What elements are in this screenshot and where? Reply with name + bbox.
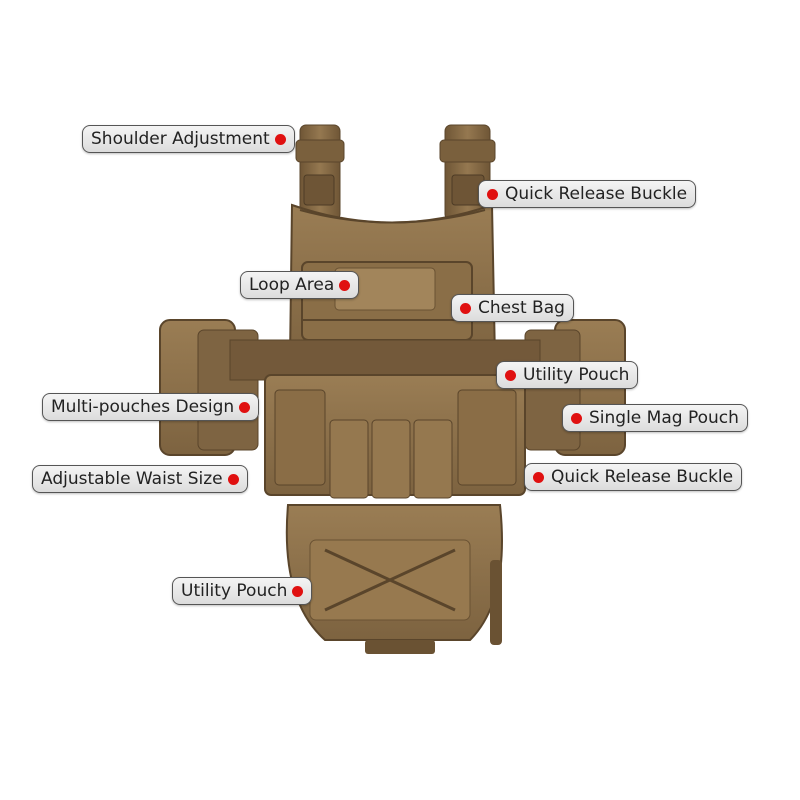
red-dot-icon xyxy=(571,412,582,424)
red-dot-icon xyxy=(339,279,351,291)
label-text: Quick Release Buckle xyxy=(551,467,734,487)
red-dot-icon xyxy=(227,473,239,485)
label-text: Loop Area xyxy=(249,275,335,295)
label-text: Shoulder Adjustment xyxy=(91,129,270,149)
cummerbund xyxy=(229,339,541,381)
label-text: Chest Bag xyxy=(478,298,565,318)
label-quick-release-buckle-top: Quick Release Buckle xyxy=(478,180,697,208)
label-text: Quick Release Buckle xyxy=(505,184,688,204)
red-dot-icon xyxy=(487,188,498,200)
red-dot-icon xyxy=(274,133,286,145)
red-dot-icon xyxy=(505,369,516,381)
red-dot-icon xyxy=(239,401,251,413)
label-quick-release-buckle-bottom: Quick Release Buckle xyxy=(524,463,743,491)
mag-panel xyxy=(264,374,526,499)
red-dot-icon xyxy=(292,585,304,597)
label-utility-pouch-bottom: Utility Pouch xyxy=(172,577,313,605)
label-shoulder-adjustment: Shoulder Adjustment xyxy=(82,125,295,153)
label-adjustable-waist-size: Adjustable Waist Size xyxy=(32,465,248,493)
label-text: Utility Pouch xyxy=(181,581,288,601)
label-single-mag-pouch: Single Mag Pouch xyxy=(562,404,748,432)
label-text: Multi-pouches Design xyxy=(51,397,235,417)
label-text: Adjustable Waist Size xyxy=(41,469,223,489)
red-dot-icon xyxy=(460,302,471,314)
label-text: Utility Pouch xyxy=(523,365,630,385)
label-multi-pouches-design: Multi-pouches Design xyxy=(42,393,260,421)
label-text: Single Mag Pouch xyxy=(589,408,739,428)
label-chest-bag: Chest Bag xyxy=(451,294,574,322)
shoulder-strap-left xyxy=(295,124,345,238)
label-utility-pouch-top: Utility Pouch xyxy=(496,361,639,389)
red-dot-icon xyxy=(533,471,544,483)
label-loop-area: Loop Area xyxy=(240,271,360,299)
bottom-utility-pouch xyxy=(285,504,503,654)
